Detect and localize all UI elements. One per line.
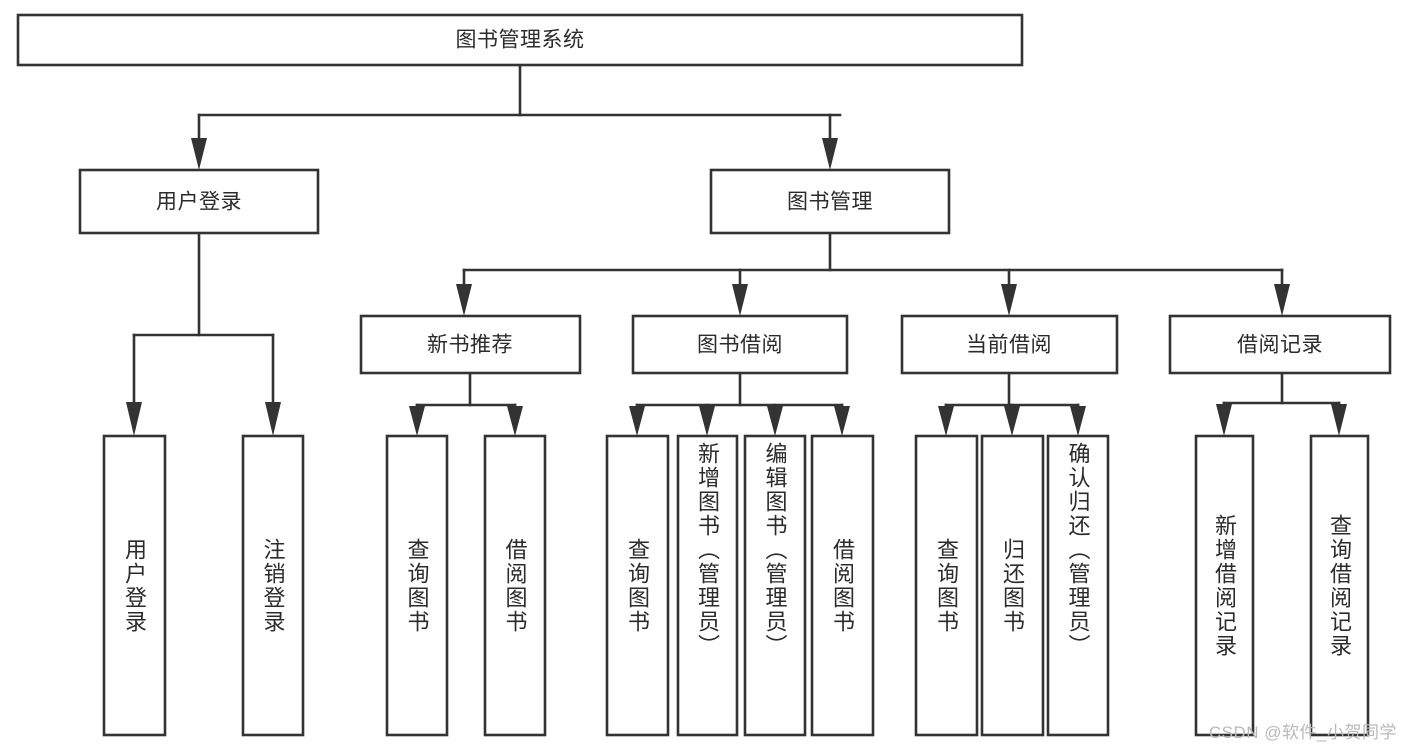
connector-layer <box>126 63 1347 436</box>
leaf-borrow-book-rec-box[interactable] <box>483 434 547 737</box>
borrow-record-box[interactable] <box>1168 314 1392 375</box>
arrow-to-leaf-borrow-book-bb <box>834 406 850 436</box>
leaf-user-login-box[interactable] <box>102 434 167 737</box>
csdn-watermark: CSDN @软件_小贺同学 <box>1208 723 1397 742</box>
leaf-query-record-box[interactable] <box>1309 434 1370 737</box>
leaf-logout-login-box[interactable] <box>241 434 305 737</box>
node-book-manage[interactable]: 图书管理 <box>709 168 951 235</box>
current-borrow-label: 当前借阅 <box>966 334 1052 357</box>
arrow-to-borrow-record <box>1274 284 1290 316</box>
current-borrow-box[interactable] <box>900 314 1119 375</box>
arrow-to-book-manage <box>822 138 838 170</box>
node-user-login[interactable]: 用户登录 <box>78 168 320 235</box>
arrow-to-leaf-borrow-book-rec <box>507 406 523 436</box>
node-book-borrow[interactable]: 图书借阅 <box>631 314 849 375</box>
node-root[interactable]: 图书管理系统 <box>16 13 1024 67</box>
leaf-query-book-rec-box[interactable] <box>385 434 449 737</box>
arrow-to-user-login <box>191 138 207 170</box>
node-current-borrow[interactable]: 当前借阅 <box>900 314 1119 375</box>
arrow-to-leaf-query-book-cb <box>938 406 954 436</box>
arrow-to-leaf-add-book <box>699 406 715 436</box>
node-borrow-record[interactable]: 借阅记录 <box>1168 314 1392 375</box>
book-manage-box[interactable] <box>709 168 951 235</box>
arrow-to-book-borrow <box>732 284 748 316</box>
arrow-to-leaf-user-login <box>126 402 142 436</box>
arrow-to-leaf-query-book-rec <box>409 406 425 436</box>
user-login-box[interactable] <box>78 168 320 235</box>
arrow-to-leaf-edit-book <box>767 406 783 436</box>
arrow-to-leaf-query-record <box>1331 404 1347 436</box>
user-login-label: 用户登录 <box>156 191 242 214</box>
arrow-to-leaf-confirm-return <box>1070 406 1086 436</box>
arrow-to-leaf-return-book <box>1004 406 1020 436</box>
book-manage-label: 图书管理 <box>787 191 873 214</box>
leaf-box-layer <box>102 434 1370 737</box>
leaf-query-book-cb-box[interactable] <box>914 434 979 737</box>
arrow-to-leaf-logout-login <box>265 402 281 436</box>
arrow-to-leaf-add-record <box>1216 404 1232 436</box>
new-book-recommend-box[interactable] <box>359 314 582 375</box>
new-book-recommend-label: 新书推荐 <box>427 334 513 357</box>
node-new-book-recommend[interactable]: 新书推荐 <box>359 314 582 375</box>
leaf-confirm-return-box[interactable] <box>1046 434 1110 737</box>
book-borrow-box[interactable] <box>631 314 849 375</box>
leaf-add-book-box[interactable] <box>676 434 739 737</box>
arrow-to-current-borrow <box>1001 284 1017 316</box>
leaf-query-book-bb-box[interactable] <box>605 434 670 737</box>
root-label: 图书管理系统 <box>456 29 585 52</box>
borrow-record-label: 借阅记录 <box>1237 334 1323 357</box>
leaf-edit-book-box[interactable] <box>743 434 807 737</box>
leaf-borrow-book-bb-box[interactable] <box>810 434 875 737</box>
book-borrow-label: 图书借阅 <box>697 334 783 357</box>
arrow-to-leaf-query-book-bb <box>629 406 645 436</box>
leaf-return-book-box[interactable] <box>980 434 1045 737</box>
root-box[interactable] <box>16 13 1024 67</box>
arrow-to-new-book-recommend <box>456 284 472 316</box>
leaf-add-record-box[interactable] <box>1194 434 1255 737</box>
